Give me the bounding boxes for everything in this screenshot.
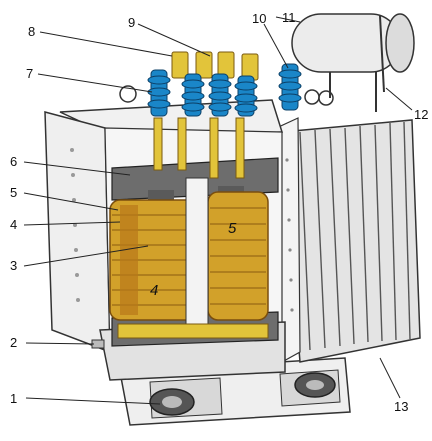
callout-13: 13: [394, 399, 409, 414]
tank-side-wall: [44, 111, 111, 354]
callout-12: 12: [414, 107, 429, 122]
callout-2: 2: [10, 335, 18, 350]
bushing-5: [278, 63, 302, 111]
callout-11: 11: [282, 10, 296, 25]
bushing-1: [147, 69, 171, 117]
lifting-rings: [119, 85, 334, 106]
leader-lines: [23, 16, 413, 405]
lower-clamp: [117, 323, 269, 339]
coil-label-4: 4: [150, 282, 159, 299]
callout-3: 3: [10, 258, 18, 273]
callout-10: 10: [252, 11, 267, 26]
callout-7: 7: [26, 66, 34, 81]
callout-9: 9: [128, 15, 136, 30]
windings: [109, 177, 269, 339]
bushing-3: [208, 73, 232, 117]
bushings: [147, 63, 302, 117]
conservator: [291, 13, 415, 112]
leads: [153, 117, 245, 179]
bushing-4: [234, 75, 258, 117]
callout-5: 5: [10, 185, 18, 200]
clamp-plate: [185, 177, 209, 329]
callout-1: 1: [10, 391, 18, 406]
coil-label-5: 5: [228, 220, 237, 237]
radiator: [271, 117, 421, 363]
callout-6: 6: [10, 154, 18, 169]
terminals: [171, 51, 259, 81]
callout-4: 4: [10, 217, 18, 232]
callout-8: 8: [28, 24, 36, 39]
bushing-2: [181, 73, 205, 117]
